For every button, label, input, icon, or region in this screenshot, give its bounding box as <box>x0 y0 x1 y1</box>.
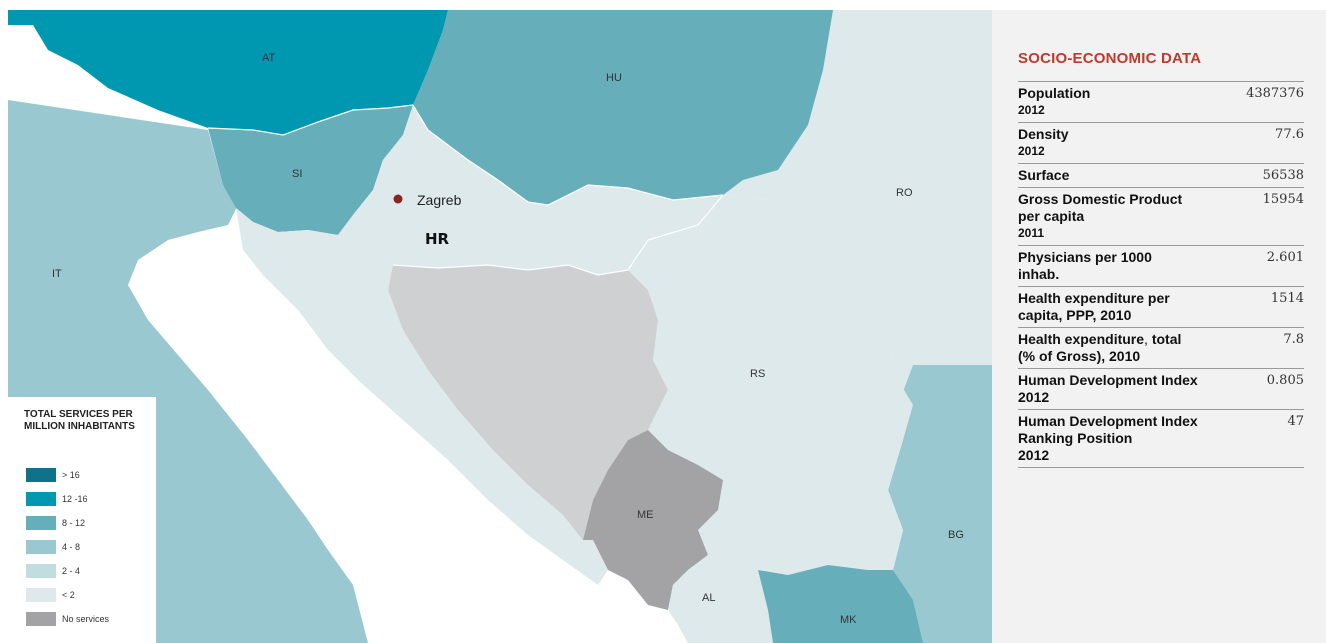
label-rs: RS <box>750 368 765 380</box>
country-bg <box>888 365 992 643</box>
legend-label: 12 -16 <box>62 494 88 504</box>
label-al: AL <box>702 592 715 604</box>
legend-item: < 2 <box>26 587 75 603</box>
label-bg: BG <box>948 529 964 541</box>
data-row-density: Density 2012 77.6 <box>1018 122 1304 163</box>
legend-item: 2 - 4 <box>26 563 80 579</box>
borders <box>207 104 724 276</box>
data-label: Health expenditure <box>1018 331 1145 347</box>
data-value: 15954 <box>1262 192 1304 207</box>
capital-marker-icon <box>393 194 403 204</box>
label-hr: HR <box>425 230 450 248</box>
legend-swatch <box>26 516 56 530</box>
country-ba <box>388 265 668 540</box>
data-year: 2012 <box>1018 447 1050 463</box>
legend-label: No services <box>62 614 110 624</box>
map-legend: TOTAL SERVICES PER MILLION INHABITANTS >… <box>8 397 156 643</box>
data-year: 2012 <box>1018 144 1045 158</box>
data-row-hdi-ranking: Human Development Index Ranking Position… <box>1018 409 1304 468</box>
data-label: Surface <box>1018 167 1070 183</box>
label-at: AT <box>262 52 276 64</box>
legend-label: > 16 <box>62 470 80 480</box>
data-label: Human Development Index Ranking Position <box>1018 413 1198 446</box>
legend-item: 8 - 12 <box>26 515 85 531</box>
data-label: Gross Domestic Product per capita <box>1018 191 1183 224</box>
data-year: 2011 <box>1018 226 1045 240</box>
city-label-zagreb: Zagreb <box>417 192 462 208</box>
legend-swatch <box>26 612 56 626</box>
label-ro: RO <box>896 187 913 199</box>
data-value: 7.8 <box>1283 332 1304 347</box>
legend-label: 2 - 4 <box>62 566 81 576</box>
legend-swatch <box>26 492 56 506</box>
label-si: SI <box>292 168 302 180</box>
data-value: 1514 <box>1270 291 1304 306</box>
label-mk: MK <box>840 614 857 626</box>
country-hu <box>413 10 833 205</box>
data-label: Human Development Index 2012 <box>1018 372 1198 405</box>
data-row-population: Population 2012 4387376 <box>1018 81 1304 122</box>
data-value: 0.805 <box>1266 373 1304 388</box>
legend-label: < 2 <box>62 590 75 600</box>
label-hu: HU <box>606 72 622 84</box>
data-label: Density <box>1018 126 1069 142</box>
country-al <box>668 555 773 643</box>
legend-item: 12 -16 <box>26 491 88 507</box>
map-svg: AT HU SI RO IT RS ME BG AL MK Zagreb HR <box>8 10 992 643</box>
data-year: 2012 <box>1018 103 1045 117</box>
legend-swatch <box>26 468 56 482</box>
socio-economic-panel: SOCIO-ECONOMIC DATA Population 2012 4387… <box>992 10 1326 643</box>
data-value: 4387376 <box>1246 86 1304 101</box>
data-row-surface: Surface 56538 <box>1018 163 1304 187</box>
data-value: 47 <box>1287 414 1304 429</box>
legend-title: TOTAL SERVICES PER MILLION INHABITANTS <box>24 409 135 432</box>
data-row-hdi: Human Development Index 2012 0.805 <box>1018 368 1304 409</box>
legend-item: > 16 <box>26 467 80 483</box>
country-hr <box>236 105 723 585</box>
country-mk <box>758 565 923 643</box>
legend-label: 8 - 12 <box>62 518 86 528</box>
data-label-tail: , <box>1144 331 1152 347</box>
country-rs <box>628 195 913 575</box>
data-value: 56538 <box>1262 168 1304 183</box>
country-si <box>208 105 413 235</box>
panel-title: SOCIO-ECONOMIC DATA <box>1018 50 1202 67</box>
socio-economic-table: Population 2012 4387376 Density 2012 77.… <box>1018 81 1304 468</box>
data-row-health-exp-per-capita: Health expenditure per capita, PPP, 2010… <box>1018 286 1304 327</box>
label-it: IT <box>52 268 62 280</box>
legend-swatch <box>26 564 56 578</box>
data-label-rest: total (% of Gross), 2010 <box>1018 331 1182 364</box>
data-label: Health expenditure per capita, PPP, 2010 <box>1018 290 1170 323</box>
label-me: ME <box>637 509 654 521</box>
map: AT HU SI RO IT RS ME BG AL MK Zagreb HR <box>8 10 992 643</box>
data-row-gdp: Gross Domestic Product per capita 2011 1… <box>1018 187 1304 245</box>
country-at <box>8 10 448 135</box>
data-row-physicians: Physicians per 1000 inhab. 2.601 <box>1018 245 1304 286</box>
data-label: Population <box>1018 85 1091 101</box>
data-value: 77.6 <box>1275 127 1304 142</box>
legend-swatch <box>26 540 56 554</box>
data-row-health-exp-total: Health expenditure, total (% of Gross), … <box>1018 327 1304 368</box>
country-me <box>583 430 723 610</box>
data-label: Physicians per 1000 inhab. <box>1018 249 1152 282</box>
legend-item: No services <box>26 611 109 627</box>
legend-item: 4 - 8 <box>26 539 80 555</box>
legend-swatch <box>26 588 56 602</box>
legend-label: 4 - 8 <box>62 542 81 552</box>
data-value: 2.601 <box>1266 250 1304 265</box>
